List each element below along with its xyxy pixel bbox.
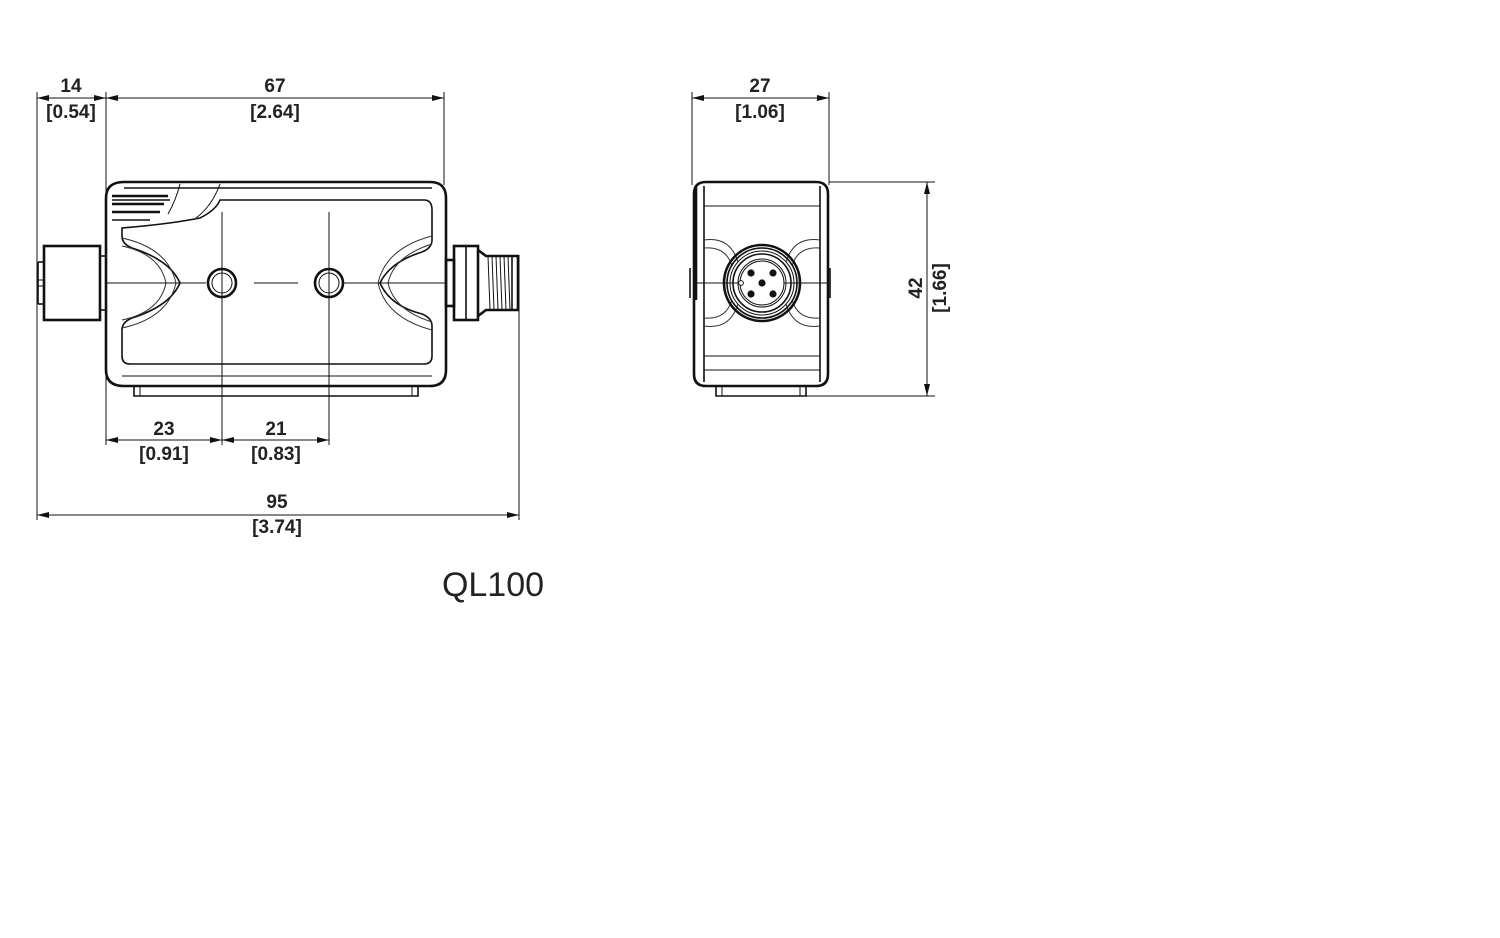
dim-95-in: [3.74]	[252, 517, 302, 538]
end-view: 27 [1.06] 42 [1.66]	[689, 76, 951, 397]
dimension-hole1-offset: 23 [0.91]	[106, 419, 222, 465]
sensor-body	[104, 180, 448, 397]
dim-21-mm: 21	[265, 419, 287, 440]
dim-23-in: [0.91]	[139, 444, 189, 465]
dimension-connector-offset: 14 [0.54]	[37, 76, 106, 123]
dimension-overall-length: 95 [3.74]	[37, 492, 519, 538]
dimension-height: 42 [1.66]	[906, 182, 951, 396]
mounting-hole-1	[206, 267, 238, 299]
dim-67-mm: 67	[264, 76, 285, 97]
dim-42-in: [1.66]	[930, 263, 951, 313]
dimension-width: 27 [1.06]	[692, 76, 829, 123]
end-extension-lines	[691, 92, 935, 397]
left-end-cap	[37, 244, 107, 322]
side-view: 14 [0.54] 67 [2.64] 23 [0.91] 21 [0.83] …	[36, 76, 520, 538]
connector-face	[722, 243, 802, 323]
thread-lines	[487, 255, 513, 311]
dim-21-in: [0.83]	[251, 444, 301, 465]
connector-pins	[747, 269, 777, 298]
dim-27-mm: 27	[749, 76, 770, 97]
m12-connector	[444, 244, 520, 322]
dim-95-mm: 95	[266, 492, 288, 513]
dim-67-in: [2.64]	[250, 102, 300, 123]
dim-23-mm: 23	[153, 419, 174, 440]
dim-42-mm: 42	[906, 277, 927, 298]
model-label: QL100	[442, 566, 544, 604]
dim-14-in: [0.54]	[46, 102, 96, 123]
mounting-hole-2	[313, 267, 345, 299]
led-grille	[112, 183, 221, 221]
dim-27-in: [1.06]	[735, 102, 785, 123]
dimension-hole-spacing: 21 [0.83]	[222, 419, 329, 465]
dimension-body-length: 67 [2.64]	[106, 76, 444, 123]
dim-14-mm: 14	[60, 76, 82, 97]
